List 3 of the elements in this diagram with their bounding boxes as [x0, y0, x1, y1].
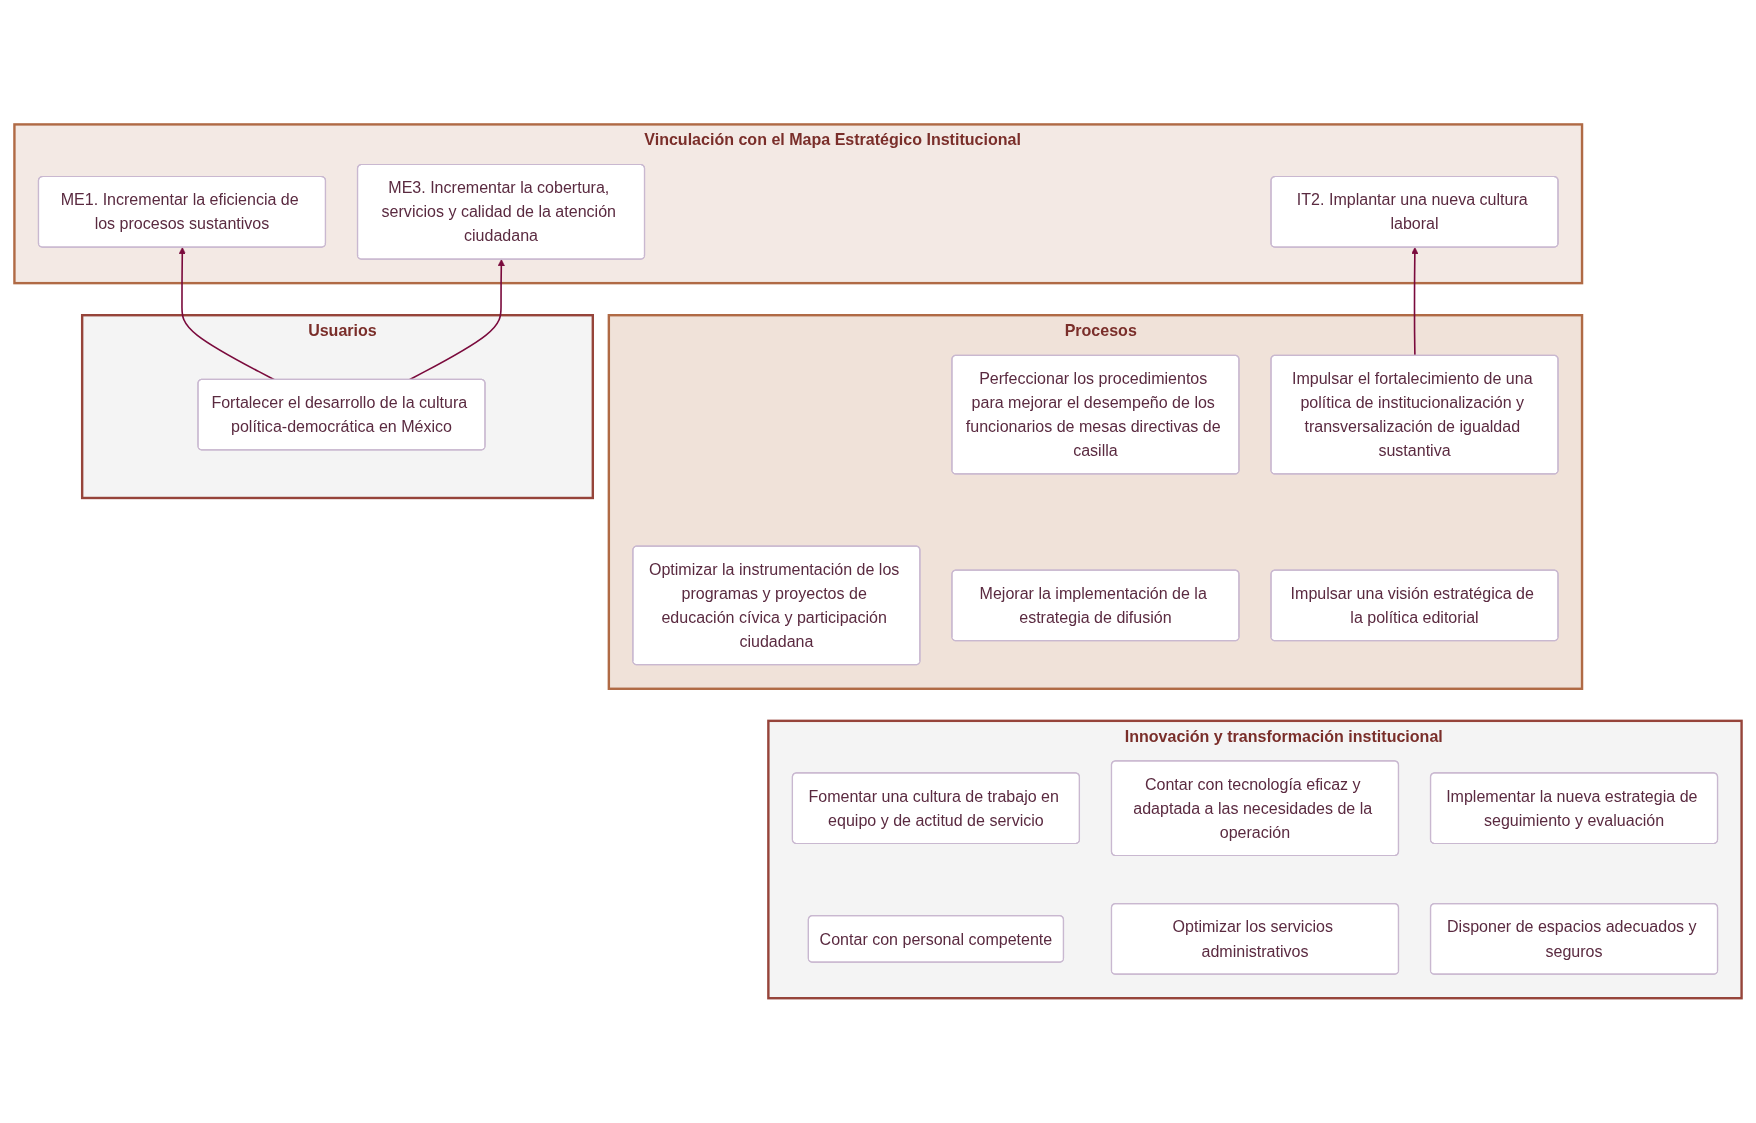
arrow [1411, 247, 1419, 357]
arrow [408, 259, 505, 381]
arrow [178, 247, 276, 381]
